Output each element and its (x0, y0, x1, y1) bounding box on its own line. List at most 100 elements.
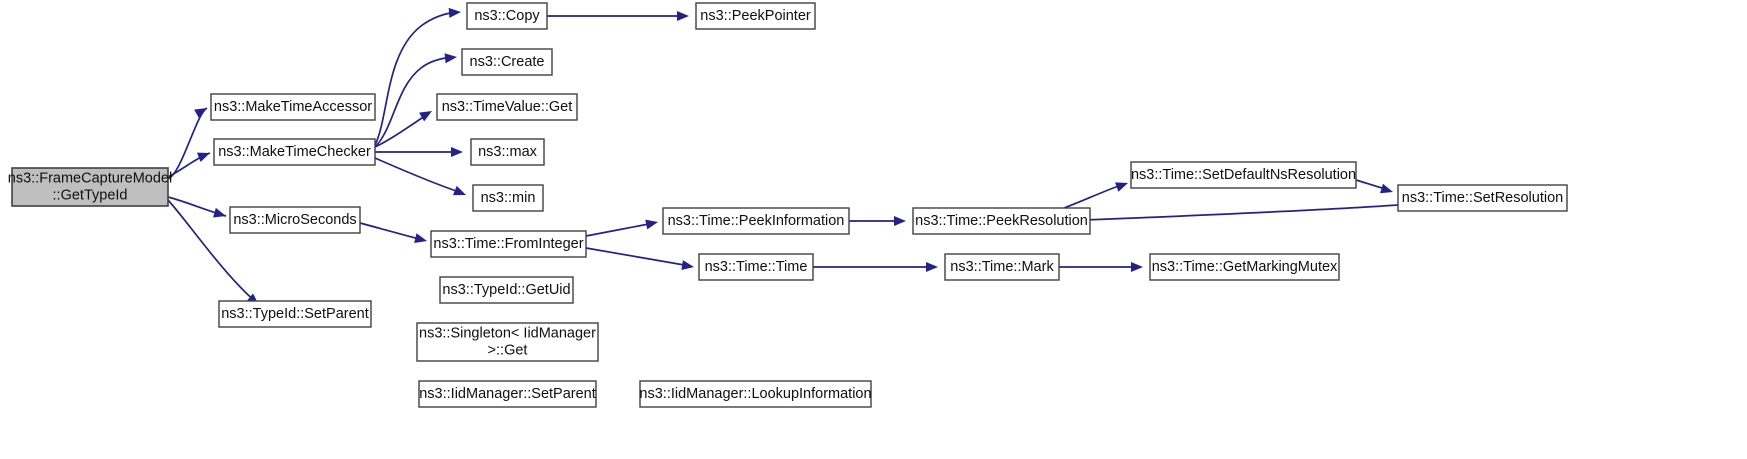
nodes-layer: ns3::FrameCaptureModel::GetTypeId ns3::Ma… (8, 2, 1568, 408)
graph-node-maketimeaccessor[interactable]: ns3::MakeTimeAccessor (210, 93, 376, 121)
call-edge (167, 196, 227, 218)
node-label: ns3::IidManager::LookupInformation (639, 386, 871, 402)
node-label: ns3::TypeId::GetUid (442, 282, 570, 298)
call-edge (813, 262, 938, 272)
graph-node-typeidsetparent[interactable]: ns3::TypeId::SetParent (218, 300, 372, 328)
call-edge (167, 152, 211, 178)
node-box[interactable] (466, 2, 548, 30)
edge-arrowhead-icon (213, 207, 226, 218)
call-edge (374, 157, 466, 196)
edge-arrowhead-icon (1131, 262, 1143, 272)
node-box[interactable] (210, 93, 376, 121)
edge-line (1063, 183, 1125, 209)
node-box[interactable] (1130, 161, 1357, 189)
graph-node-peekpointer[interactable]: ns3::PeekPointer (695, 2, 816, 30)
node-box[interactable] (695, 2, 816, 30)
call-edge (547, 11, 689, 21)
node-label: ns3::IidManager::SetParent (419, 386, 596, 402)
graph-node-timemark[interactable]: ns3::Time::Mark (944, 253, 1060, 281)
graph-node-copy[interactable]: ns3::Copy (466, 2, 548, 30)
call-edge (374, 111, 432, 148)
node-label: ns3::Time::SetResolution (1402, 190, 1563, 206)
node-box[interactable] (944, 253, 1060, 281)
edge-line (374, 11, 459, 146)
node-label: ns3::Singleton< IidManager (419, 325, 596, 341)
edge-arrowhead-icon (453, 185, 466, 196)
call-edge (375, 147, 463, 157)
node-box[interactable] (1397, 184, 1568, 212)
call-edge (585, 219, 658, 237)
call-edge (167, 107, 208, 180)
graph-node-getmarkingmutex[interactable]: ns3::Time::GetMarkingMutex (1149, 253, 1340, 281)
edge-line (374, 56, 454, 148)
node-box[interactable] (662, 207, 850, 235)
graph-node-maketimechecker[interactable]: ns3::MakeTimeChecker (213, 138, 376, 166)
node-box[interactable] (430, 230, 587, 258)
edge-arrowhead-icon (444, 53, 457, 64)
call-edge (585, 247, 694, 271)
node-box[interactable] (439, 276, 574, 304)
node-box[interactable] (229, 206, 361, 234)
edge-line (359, 222, 424, 241)
node-label: ns3::Time::PeekInformation (668, 213, 845, 229)
call-edge (1059, 262, 1143, 272)
edge-line (374, 157, 463, 194)
node-box[interactable] (436, 93, 578, 121)
graph-node-typeidgetuid[interactable]: ns3::TypeId::GetUid (439, 276, 574, 304)
graph-node-min[interactable]: ns3::min (472, 184, 544, 212)
node-label: ns3::MakeTimeChecker (218, 144, 371, 160)
node-label: ns3::Time::SetDefaultNsResolution (1131, 167, 1356, 183)
graph-node-frominteger[interactable]: ns3::Time::FromInteger (430, 230, 587, 258)
graph-node-iidlookup[interactable]: ns3::IidManager::LookupInformation (639, 380, 872, 408)
call-edge (374, 53, 457, 148)
call-edge (1355, 179, 1393, 194)
node-label: ns3::Time::PeekResolution (915, 213, 1088, 229)
edge-arrowhead-icon (1380, 183, 1393, 194)
graph-node-timevalueget[interactable]: ns3::TimeValue::Get (436, 93, 578, 121)
graph-node-peekresolution[interactable]: ns3::Time::PeekResolution (912, 207, 1091, 235)
graph-node-create[interactable]: ns3::Create (461, 48, 553, 76)
edge-arrowhead-icon (419, 111, 432, 122)
node-label: ns3::Time::GetMarkingMutex (1152, 259, 1338, 275)
node-box[interactable] (461, 48, 553, 76)
node-box[interactable] (1149, 253, 1340, 281)
graph-node-iidsetparent[interactable]: ns3::IidManager::SetParent (418, 380, 597, 408)
node-label: ns3::Create (470, 54, 545, 70)
node-box[interactable] (470, 138, 545, 166)
node-box[interactable] (912, 207, 1091, 235)
node-label: ns3::Time::Time (705, 259, 808, 275)
node-box[interactable] (698, 253, 814, 281)
call-edge (359, 222, 427, 243)
edge-arrowhead-icon (894, 216, 906, 226)
node-box[interactable] (213, 138, 376, 166)
graph-node-setdefaultnsresolution[interactable]: ns3::Time::SetDefaultNsResolution (1130, 161, 1357, 189)
graph-node-setresolution[interactable]: ns3::Time::SetResolution (1397, 184, 1568, 212)
node-label: ns3::min (481, 190, 536, 206)
node-label: >::Get (488, 342, 528, 358)
node-box[interactable] (639, 380, 872, 408)
edge-arrowhead-icon (926, 262, 938, 272)
node-label: ns3::FrameCaptureModel (8, 170, 172, 186)
edge-arrowhead-icon (451, 147, 463, 157)
node-label: ns3::PeekPointer (700, 8, 811, 24)
edge-arrowhead-icon (681, 260, 694, 271)
call-edge (849, 216, 906, 226)
graph-node-timetime[interactable]: ns3::Time::Time (698, 253, 814, 281)
node-label: ns3::TimeValue::Get (442, 99, 573, 115)
node-label: ns3::Copy (474, 8, 540, 24)
graph-node-singletoniid[interactable]: ns3::Singleton< IidManager>::Get (416, 322, 599, 362)
node-label: ::GetTypeId (53, 187, 128, 203)
node-box[interactable] (472, 184, 544, 212)
call-edge (374, 7, 461, 146)
node-box[interactable] (218, 300, 372, 328)
node-box[interactable] (418, 380, 597, 408)
node-label: ns3::Time::Mark (950, 259, 1054, 275)
node-box[interactable] (11, 167, 169, 207)
graph-node-microseconds[interactable]: ns3::MicroSeconds (229, 206, 361, 234)
graph-node-framecapture[interactable]: ns3::FrameCaptureModel::GetTypeId (8, 167, 172, 207)
graph-node-peekinformation[interactable]: ns3::Time::PeekInformation (662, 207, 850, 235)
graph-node-max[interactable]: ns3::max (470, 138, 545, 166)
edge-arrowhead-icon (645, 219, 658, 230)
node-box[interactable] (416, 322, 599, 362)
